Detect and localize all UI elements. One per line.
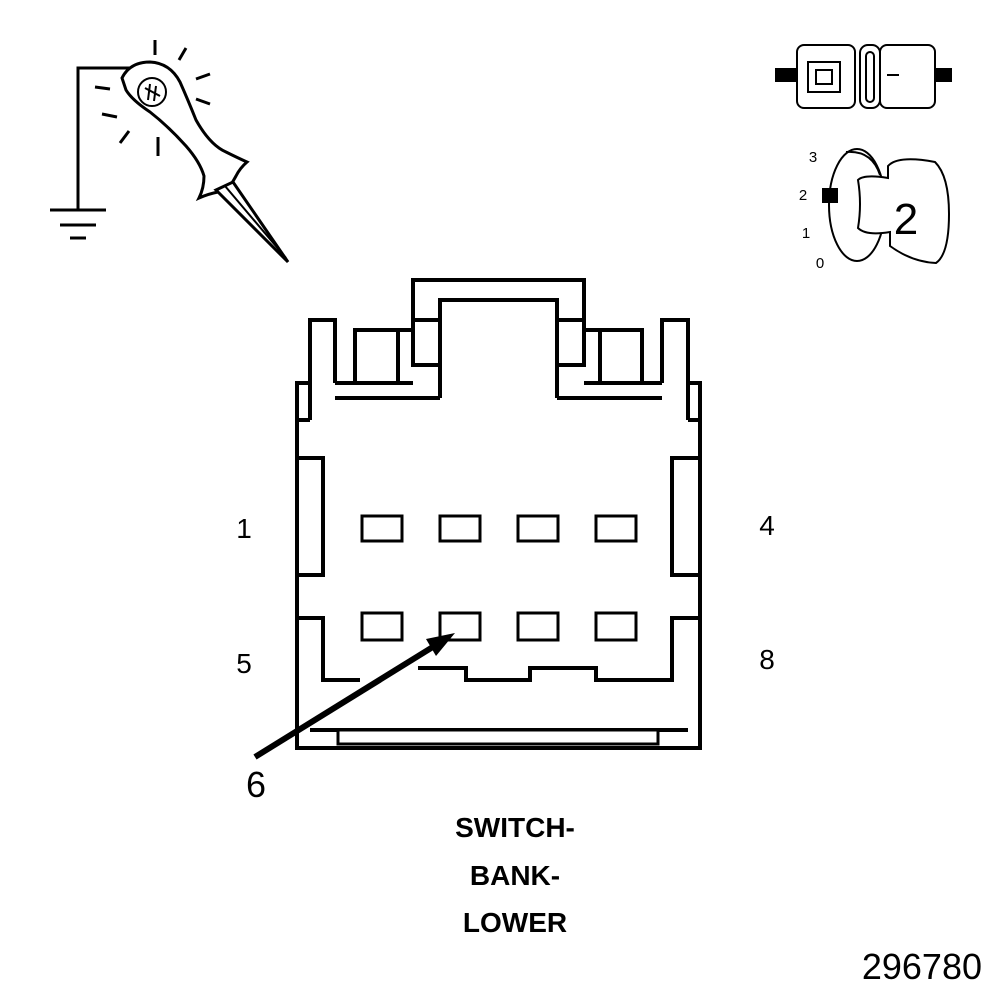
connector-half-right [879, 44, 936, 109]
wire-end-left [775, 68, 797, 82]
lower-keying-profile [297, 616, 700, 682]
cavity-pin-1 [360, 514, 404, 543]
connector-half-left [796, 44, 856, 109]
locking-tab [411, 278, 586, 367]
test-light-to-ground-icon [50, 40, 290, 264]
figure-id: 296780 [862, 946, 982, 987]
cavity-pin-8 [594, 611, 638, 642]
cavity-pin-7 [516, 611, 560, 642]
lamp-emblem-icon [137, 77, 167, 107]
cavity-pin-4 [594, 514, 638, 543]
connector-title-line-3: LOWER [463, 907, 567, 938]
callout-pin-label: 6 [246, 764, 266, 805]
ignition-position-0: 0 [816, 255, 824, 272]
cavity-pin-5 [360, 611, 404, 642]
connector-title-line-2: BANK- [470, 860, 560, 891]
cavity-pin-6 [438, 611, 482, 642]
wire-end-right [935, 68, 952, 82]
cavity-pin-3 [516, 514, 560, 543]
arrow-head-icon [426, 633, 455, 656]
connector-disconnected-icon [775, 44, 952, 109]
pin-label-top-left: 1 [236, 513, 252, 544]
ignition-selected-position: 2 [894, 195, 918, 244]
shroud-left-top [308, 318, 440, 420]
ignition-key [856, 158, 951, 265]
pin-label-top-right: 4 [759, 510, 775, 541]
ignition-key-icon: 2 3 2 1 0 [799, 148, 951, 272]
latch-rib-right [670, 456, 700, 577]
callout-arrow [253, 633, 455, 760]
connector-seal [859, 44, 881, 109]
position-indicator [822, 188, 838, 203]
ignition-position-2: 2 [799, 187, 807, 204]
cavity-pin-2 [438, 514, 482, 543]
connector-face [295, 278, 702, 750]
pin-label-bottom-right: 8 [759, 644, 775, 675]
connector-title-line-1: SWITCH- [455, 812, 575, 843]
latch-rib-left [297, 456, 325, 577]
ignition-position-1: 1 [802, 225, 810, 242]
test-light-needle [213, 180, 290, 264]
shroud-right-top [557, 318, 690, 420]
ignition-position-3: 3 [809, 149, 817, 166]
ground-symbol-icon [50, 208, 106, 240]
pin-label-bottom-left: 5 [236, 648, 252, 679]
bottom-slot [336, 728, 660, 746]
ground-wire [76, 66, 132, 210]
connector-body [295, 381, 702, 750]
light-rays-icon [94, 40, 211, 156]
